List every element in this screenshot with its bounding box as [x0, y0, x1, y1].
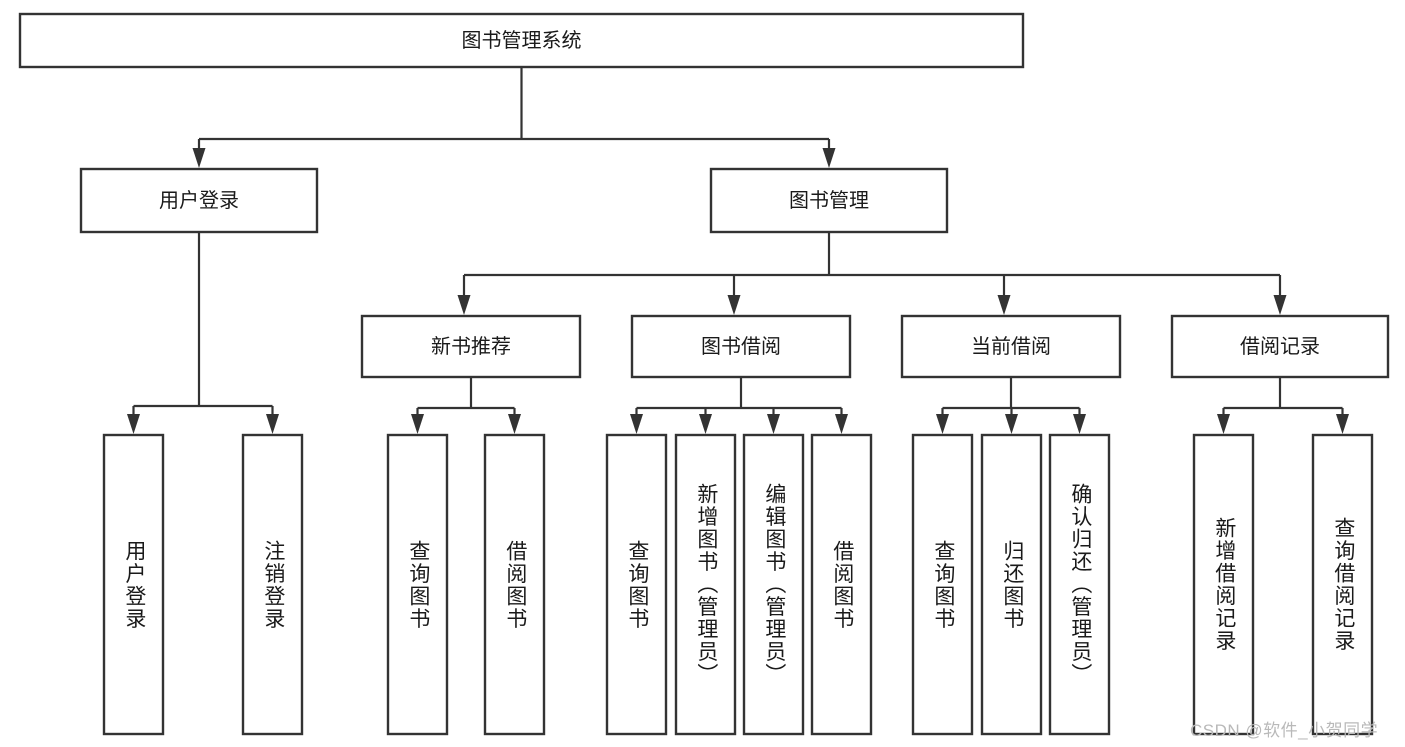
node-label-record: 借阅记录: [1240, 335, 1320, 358]
node-box-newbook[interactable]: [360, 314, 582, 379]
arrow-head-icon: [835, 414, 848, 434]
node-box-root[interactable]: [18, 12, 1025, 69]
node-label-borrow: 图书借阅: [701, 335, 781, 358]
node-box-leaf-borrow-book-1[interactable]: [483, 433, 546, 736]
arrow-head-icon: [699, 414, 712, 434]
arrow-head-icon: [1217, 414, 1230, 434]
connector-login-to-leaves: [127, 232, 279, 434]
node-box-leaf-query-book-3[interactable]: [911, 433, 974, 736]
arrow-head-icon: [411, 414, 424, 434]
arrow-head-icon: [127, 414, 140, 434]
node-box-borrow[interactable]: [630, 314, 852, 379]
node-box-leaf-add-book[interactable]: [674, 433, 737, 736]
node-box-leaf-confirm-return[interactable]: [1048, 433, 1111, 736]
connector-bookmgmt-to-level3: [457, 232, 1287, 315]
node-box-leaf-user-login[interactable]: [102, 433, 165, 736]
arrow-head-icon: [508, 414, 521, 434]
node-label-newbook: 新书推荐: [431, 335, 511, 358]
arrow-head-icon: [1273, 295, 1287, 315]
connector-current-to-leaves: [936, 377, 1086, 434]
arrow-head-icon: [767, 414, 780, 434]
node-box-leaf-logout[interactable]: [241, 433, 304, 736]
arrow-head-icon: [266, 414, 279, 434]
connector-newbook-to-leaves: [411, 377, 521, 434]
arrow-head-icon: [457, 295, 471, 315]
arrow-head-icon: [1336, 414, 1349, 434]
node-label-bookmgmt: 图书管理: [789, 189, 869, 212]
arrow-head-icon: [630, 414, 643, 434]
node-box-leaf-return-book[interactable]: [980, 433, 1043, 736]
arrow-head-icon: [1005, 414, 1018, 434]
arrow-head-icon: [822, 148, 836, 168]
node-box-record[interactable]: [1170, 314, 1390, 379]
node-box-leaf-query-book-1[interactable]: [386, 433, 449, 736]
node-box-leaf-add-record[interactable]: [1192, 433, 1255, 736]
node-label-current: 当前借阅: [971, 335, 1051, 358]
connector-root-to-level2: [192, 67, 836, 168]
node-box-bookmgmt[interactable]: [709, 167, 949, 234]
node-label-root: 图书管理系统: [462, 29, 582, 52]
arrow-head-icon: [727, 295, 741, 315]
node-label-login: 用户登录: [159, 189, 239, 212]
arrow-head-icon: [997, 295, 1011, 315]
connector-record-to-leaves: [1217, 377, 1349, 434]
node-box-current[interactable]: [900, 314, 1122, 379]
node-box-leaf-query-record[interactable]: [1311, 433, 1374, 736]
connector-borrow-to-leaves: [630, 377, 848, 434]
node-box-login[interactable]: [79, 167, 319, 234]
node-box-leaf-borrow-book-2[interactable]: [810, 433, 873, 736]
arrow-head-icon: [192, 148, 206, 168]
node-box-leaf-edit-book[interactable]: [742, 433, 805, 736]
arrow-head-icon: [936, 414, 949, 434]
arrow-head-icon: [1073, 414, 1086, 434]
node-box-leaf-query-book-2[interactable]: [605, 433, 668, 736]
connectors-layer: [127, 67, 1349, 434]
watermark-text: CSDN @软件_小贺同学: [1190, 721, 1379, 740]
